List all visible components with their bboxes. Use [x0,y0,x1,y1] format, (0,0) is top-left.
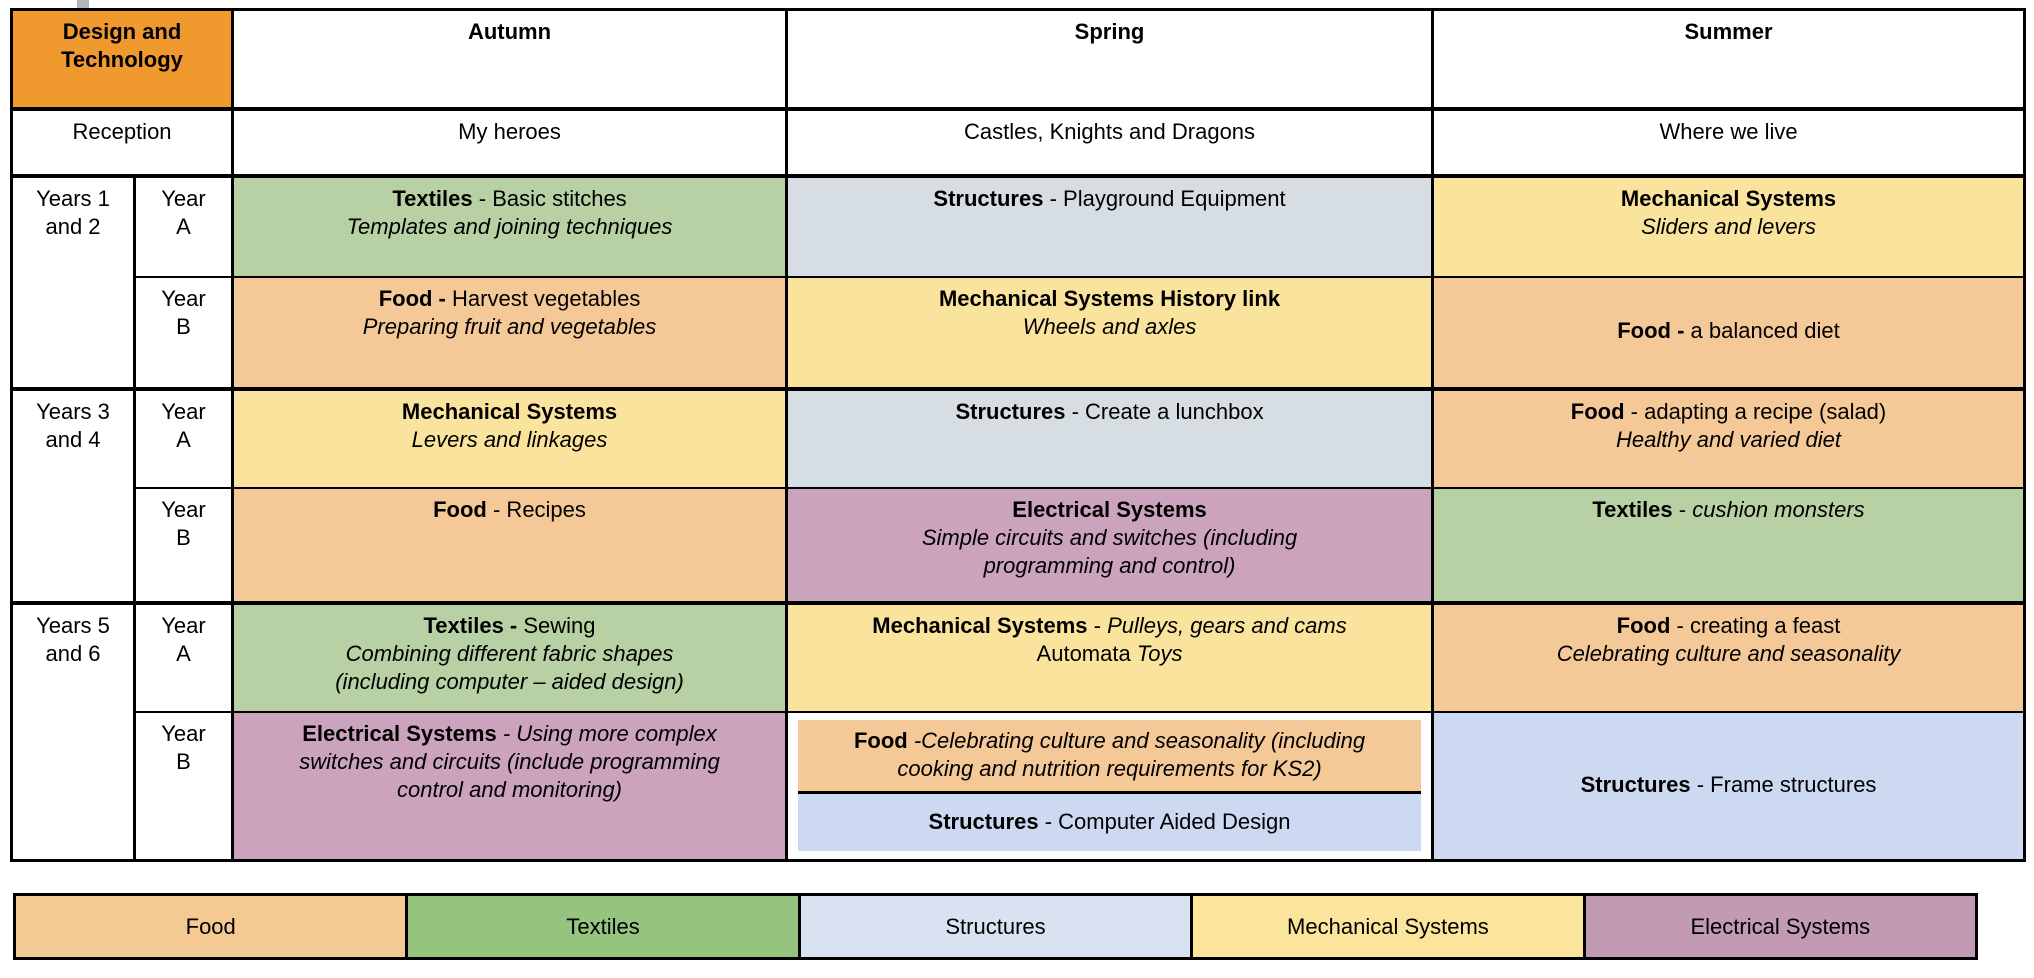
subject-title-cell: Design and Technology [9,8,235,110]
header-row: Design and Technology Autumn Spring Summ… [9,8,2027,110]
reception-spring-topic: Castles, Knights and Dragons [785,106,1435,177]
reception-label: Reception [9,106,235,177]
cell-y56b-spring-structures: Structures - Computer Aided Design [798,790,1422,851]
cell-y56b-summer-structures: Structures - Frame structures [1431,710,2027,861]
cell-y34b-autumn-food: Food - Recipes [231,486,789,604]
legend-item-structures: Structures [797,896,1191,957]
cell-y56a-spring-mechanical: Mechanical Systems - Pulleys, gears and … [785,600,1435,713]
subject-colour-legend: Food Textiles Structures Mechanical Syst… [13,893,1978,960]
legend-item-electrical-systems: Electrical Systems [1582,896,1976,957]
term-header-autumn: Autumn [231,8,789,110]
group-label-years-1-2: Years 1 and 2 [10,173,136,390]
cell-y56b-spring-split: Food -Celebrating culture and seasonalit… [785,710,1435,861]
cell-y34a-summer-food: Food - adapting a recipe (salad)Healthy … [1431,386,2027,489]
term-header-summer: Summer [1431,8,2027,110]
cell-y34b-summer-textiles: Textiles - cushion monsters [1431,486,2027,604]
cell-y12b-summer-food: Food - a balanced diet [1431,275,2027,390]
group-label-years-5-6: Years 5 and 6 [10,600,136,861]
cell-y56b-spring-food: Food -Celebrating culture and seasonalit… [798,719,1422,791]
cell-y34a-spring-structures: Structures - Create a lunchbox [785,386,1435,489]
cell-y12a-spring-structures: Structures - Playground Equipment [785,173,1435,278]
reception-autumn-topic: My heroes [231,106,789,177]
term-header-spring: Spring [785,8,1435,110]
group-label-years-3-4: Years 3 and 4 [10,386,136,604]
reception-row: Reception My heroes Castles, Knights and… [9,106,2027,177]
curriculum-table: Design and Technology Autumn Spring Summ… [9,8,2027,862]
legend-item-food: Food [16,896,406,957]
legend-item-textiles: Textiles [405,896,798,957]
reception-summer-topic: Where we live [1431,106,2027,177]
legend-item-mechanical-systems: Mechanical Systems [1190,896,1583,957]
